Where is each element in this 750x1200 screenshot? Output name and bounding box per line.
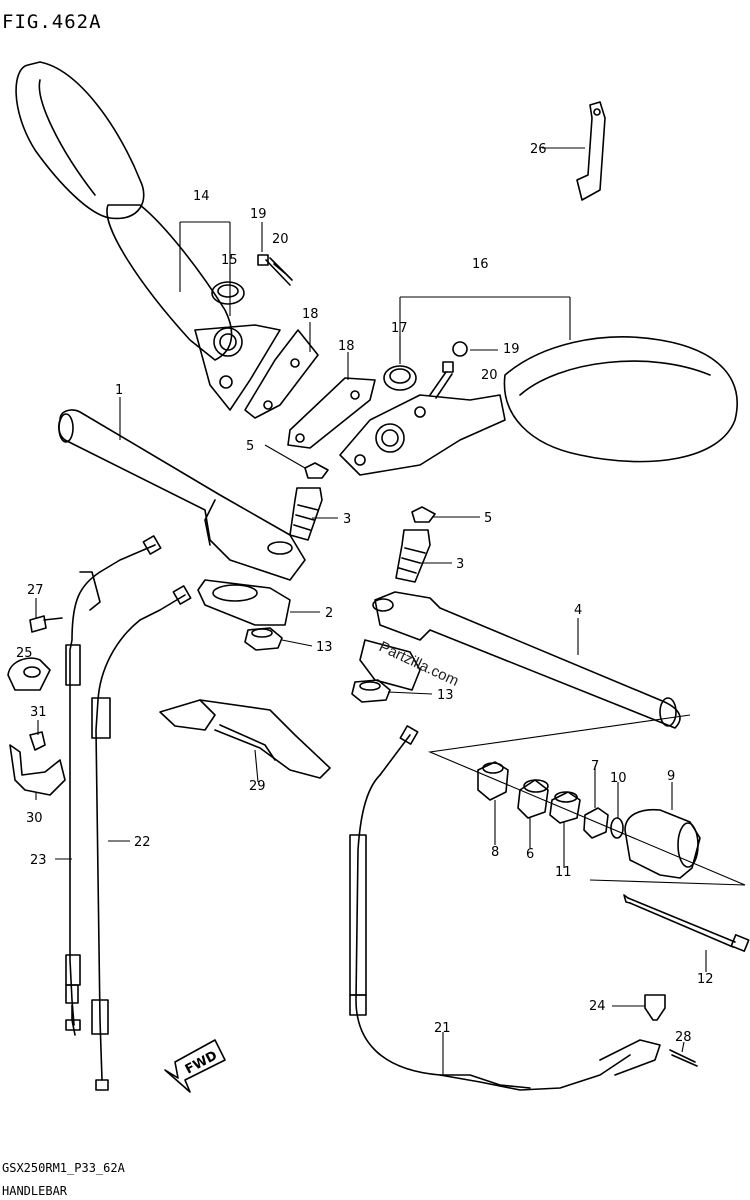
- callout-20: 20: [481, 368, 498, 383]
- callout-14: 14: [193, 189, 210, 204]
- callout-26: 26: [530, 142, 547, 157]
- right-mirror-cap[interactable]: [452, 341, 468, 357]
- callout-2: 2: [325, 606, 333, 621]
- figure-title: FIG.462A: [2, 11, 102, 33]
- grip-end-weight[interactable]: [624, 808, 701, 879]
- callout-22: 22: [134, 835, 151, 850]
- callout-27: 27: [27, 583, 44, 598]
- grip-end-spacer-inner[interactable]: [549, 791, 581, 824]
- clutch-pin[interactable]: [644, 994, 666, 1021]
- left-handlebar[interactable]: [58, 409, 306, 581]
- callout-23: 23: [30, 853, 47, 868]
- callout-15: 15: [221, 253, 238, 268]
- callout-9: 9: [667, 769, 675, 784]
- cable-clamp[interactable]: [159, 699, 331, 779]
- cable-guide-clamp[interactable]: [7, 657, 51, 691]
- right-handlebar[interactable]: [372, 591, 681, 729]
- right-holder-cap[interactable]: [411, 506, 436, 523]
- callout-28: 28: [675, 1030, 692, 1045]
- left-holder-nut[interactable]: [244, 627, 283, 651]
- callout-5: 5: [484, 511, 492, 526]
- cable-bracket[interactable]: [9, 744, 66, 796]
- forward-arrow: FWD: [164, 1039, 226, 1093]
- left-mirror-nut[interactable]: [211, 281, 245, 305]
- right-holder-bolt[interactable]: [395, 529, 431, 583]
- callout-10: 10: [610, 771, 627, 786]
- callout-17: 17: [391, 321, 408, 336]
- callout-21: 21: [434, 1021, 451, 1036]
- callout-31: 31: [30, 705, 47, 720]
- grip-end-washer[interactable]: [610, 817, 624, 839]
- right-holder-nut[interactable]: [351, 679, 391, 703]
- callout-7: 7: [591, 759, 599, 774]
- left-handlebar-holder[interactable]: [197, 579, 291, 626]
- callout-4: 4: [574, 603, 582, 618]
- callout-13: 13: [437, 688, 454, 703]
- callout-18: 18: [338, 339, 355, 354]
- hook-bracket[interactable]: [576, 101, 606, 201]
- callout-12: 12: [697, 972, 714, 987]
- grip-end-screw[interactable]: [623, 894, 750, 952]
- callout-1: 1: [115, 383, 123, 398]
- callout-19: 19: [250, 207, 267, 222]
- cotter-pin[interactable]: [669, 1049, 698, 1067]
- right-mirror-nut[interactable]: [383, 365, 417, 391]
- callout-25: 25: [16, 646, 33, 661]
- right-handlebar-holder[interactable]: [359, 639, 421, 691]
- callout-20: 20: [272, 232, 289, 247]
- callout-8: 8: [491, 845, 499, 860]
- footer-code: GSX250RM1_P33_62A: [2, 1161, 126, 1175]
- throttle-cable-no2[interactable]: [91, 585, 192, 1091]
- callout-3: 3: [456, 557, 464, 572]
- callout-3: 3: [343, 512, 351, 527]
- callout-5: 5: [246, 439, 254, 454]
- watermark: Partzilla.com: [376, 638, 461, 690]
- right-mirror-bolt[interactable]: [429, 361, 454, 399]
- callout-11: 11: [555, 865, 572, 880]
- right-mirror[interactable]: [339, 336, 738, 476]
- right-adapter-plate[interactable]: [287, 377, 376, 449]
- throttle-cable-no1[interactable]: [65, 535, 162, 1036]
- callout-24: 24: [589, 999, 606, 1014]
- grip-end-nut[interactable]: [477, 761, 509, 801]
- left-holder-bolt[interactable]: [289, 487, 323, 541]
- grip-end-cushion[interactable]: [583, 807, 609, 839]
- left-mirror-bolt[interactable]: [257, 254, 293, 286]
- callout-6: 6: [526, 847, 534, 862]
- left-holder-cap[interactable]: [304, 462, 329, 479]
- callout-18: 18: [302, 307, 319, 322]
- left-mirror[interactable]: [15, 61, 281, 411]
- left-adapter-plate[interactable]: [244, 329, 319, 419]
- clamp-bolt-left[interactable]: [29, 615, 63, 633]
- callout-29: 29: [249, 779, 266, 794]
- callout-13: 13: [316, 640, 333, 655]
- grip-end-spacer-outer[interactable]: [517, 779, 549, 819]
- callout-19: 19: [503, 342, 520, 357]
- callout-30: 30: [26, 811, 43, 826]
- clutch-cable[interactable]: [349, 725, 661, 1091]
- footer-name: HANDLEBAR: [2, 1184, 68, 1198]
- callout-16: 16: [472, 257, 489, 272]
